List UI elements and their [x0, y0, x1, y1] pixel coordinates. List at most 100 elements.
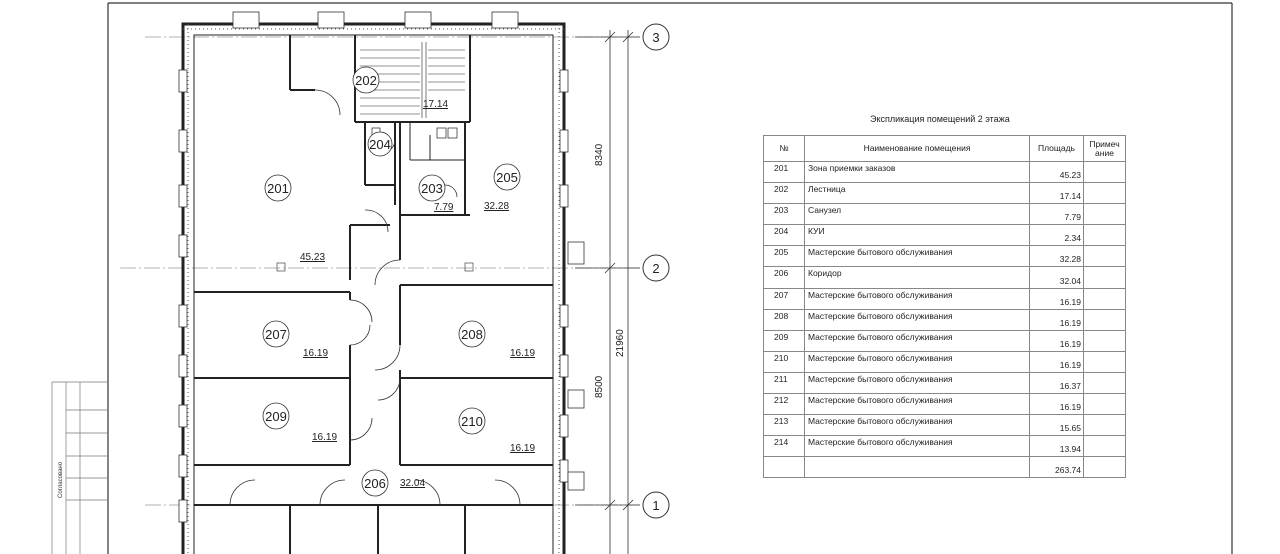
cell-area: 32.28: [1029, 245, 1084, 268]
svg-text:207: 207: [265, 327, 287, 342]
table-header-row: № Наименование помещения Площадь Примеч …: [763, 135, 1126, 162]
cell-name: Коридор: [804, 266, 1030, 289]
cell-note: [1083, 245, 1126, 268]
axis-marker-1: 1: [642, 491, 670, 519]
cell-num: 202: [763, 182, 805, 205]
cell-name: Мастерские бытового обслуживания: [804, 414, 1030, 437]
room-205: 205 32.28: [484, 163, 521, 212]
dimension-8340: 8340: [594, 143, 605, 166]
cell-num: 203: [763, 203, 805, 226]
dimension-21960: 21960: [615, 329, 626, 357]
svg-text:205: 205: [496, 170, 518, 185]
total-num: [763, 456, 805, 479]
cell-note: [1083, 308, 1126, 331]
cell-area: 16.19: [1029, 350, 1084, 373]
header-name: Наименование помещения: [804, 135, 1030, 162]
svg-text:1: 1: [652, 498, 659, 513]
side-stamp: [51, 381, 108, 554]
cell-note: [1083, 203, 1126, 226]
svg-text:16.19: 16.19: [312, 432, 337, 443]
svg-text:32.28: 32.28: [484, 201, 509, 212]
cell-name: Санузел: [804, 203, 1030, 226]
building-walls: [181, 22, 566, 554]
svg-text:209: 209: [265, 409, 287, 424]
cell-note: [1083, 224, 1126, 247]
svg-text:7.79: 7.79: [434, 202, 454, 213]
header-num: №: [763, 135, 805, 162]
header-area: Площадь: [1029, 135, 1084, 162]
sheet-frame: [107, 2, 1233, 554]
cell-num: 201: [763, 160, 805, 184]
table-total-row: 263.74: [763, 456, 1126, 479]
dimension-lines: [575, 30, 640, 554]
cell-num: 207: [763, 287, 805, 310]
side-stamp-label: Согласовано: [58, 461, 64, 498]
cell-note: [1083, 350, 1126, 373]
cell-num: 206: [763, 266, 805, 289]
cell-name: Зона приемки заказов: [804, 160, 1030, 184]
total-name: [804, 456, 1030, 479]
cell-name: Мастерские бытового обслуживания: [804, 308, 1030, 331]
cell-note: [1083, 266, 1126, 289]
cell-note: [1083, 393, 1126, 416]
explication-table: № Наименование помещения Площадь Примеч …: [763, 135, 1126, 479]
room-204: 204: [367, 131, 393, 157]
room-207: 207 16.19: [262, 320, 328, 359]
cell-area: 16.19: [1029, 393, 1084, 416]
svg-text:32.04: 32.04: [400, 478, 425, 489]
cell-note: [1083, 160, 1126, 184]
cell-area: 16.37: [1029, 371, 1084, 395]
explication-title: Экспликация помещений 2 этажа: [870, 114, 1010, 124]
svg-text:206: 206: [364, 476, 386, 491]
windows: [178, 11, 585, 523]
cell-area: 7.79: [1029, 203, 1084, 226]
room-202: 202 17.14: [352, 66, 448, 110]
cell-num: 205: [763, 245, 805, 268]
cell-area: 17.14: [1029, 182, 1084, 205]
room-209: 209 16.19: [262, 402, 337, 443]
cell-name: Мастерские бытового обслуживания: [804, 245, 1030, 268]
svg-text:204: 204: [369, 137, 391, 152]
total-note: [1083, 456, 1126, 479]
cell-name: Лестница: [804, 182, 1030, 205]
cell-name: Мастерские бытового обслуживания: [804, 287, 1030, 310]
cell-name: Мастерские бытового обслуживания: [804, 371, 1030, 395]
room-201: 201 45.23: [264, 174, 325, 263]
cell-num: 212: [763, 393, 805, 416]
svg-text:210: 210: [461, 414, 483, 429]
room-208: 208 16.19: [458, 320, 535, 359]
cell-name: Мастерские бытового обслуживания: [804, 329, 1030, 352]
svg-text:201: 201: [267, 181, 289, 196]
cell-num: 211: [763, 371, 805, 395]
cell-area: 16.19: [1029, 308, 1084, 331]
cell-note: [1083, 435, 1126, 458]
axis-marker-2: 2: [642, 254, 670, 282]
svg-text:16.19: 16.19: [303, 348, 328, 359]
cell-area: 2.34: [1029, 224, 1084, 247]
cell-name: Мастерские бытового обслуживания: [804, 435, 1030, 458]
header-note: Примеч ание: [1083, 135, 1126, 162]
cell-area: 32.04: [1029, 266, 1084, 289]
svg-text:17.14: 17.14: [423, 99, 448, 110]
cell-note: [1083, 287, 1126, 310]
column-markers: [276, 262, 474, 272]
cell-area: 16.19: [1029, 287, 1084, 310]
cell-num: 214: [763, 435, 805, 458]
cell-num: 208: [763, 308, 805, 331]
cell-name: Мастерские бытового обслуживания: [804, 350, 1030, 373]
svg-text:16.19: 16.19: [510, 348, 535, 359]
svg-text:202: 202: [355, 73, 377, 88]
cell-num: 210: [763, 350, 805, 373]
